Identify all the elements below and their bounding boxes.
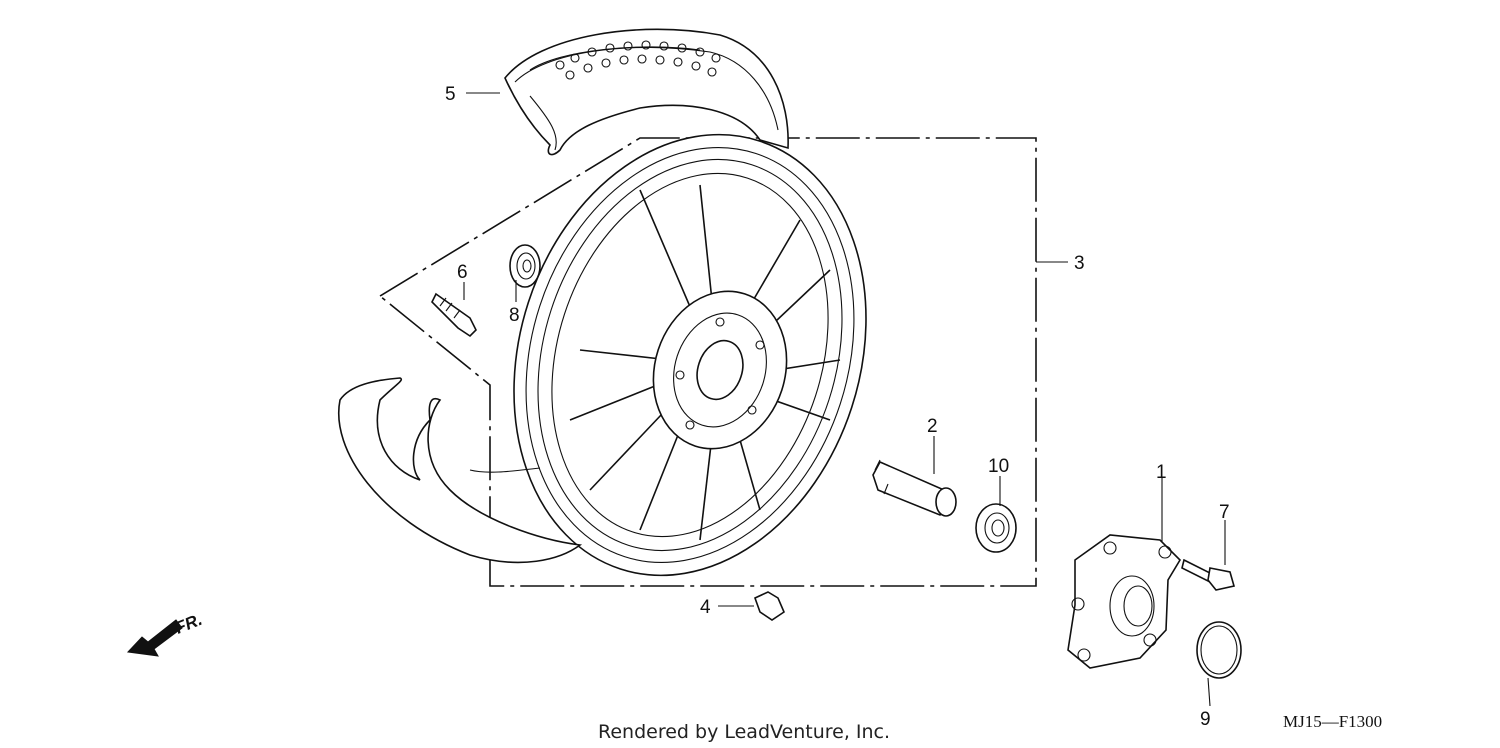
callout-8: 8	[509, 305, 520, 326]
o-ring-part-9	[1196, 621, 1242, 679]
callout-9: 9	[1200, 709, 1211, 730]
tube-part	[338, 377, 583, 564]
wheel-rim-part	[513, 133, 867, 577]
diagram-code: MJ15—F1300	[1283, 712, 1382, 731]
credit-text: Rendered by LeadVenture, Inc.	[598, 721, 890, 743]
callout-10: 10	[988, 456, 1009, 477]
flange-part-1	[1067, 534, 1182, 669]
bearing-part-10	[975, 503, 1017, 553]
clip-part-4	[754, 591, 785, 621]
assembly-bracket	[379, 137, 1068, 587]
valve-part-6	[431, 292, 477, 338]
callout-5: 5	[445, 84, 456, 105]
bearing-part-8	[509, 244, 541, 288]
callout-3: 3	[1074, 253, 1085, 274]
bolt-part-7	[1181, 558, 1236, 591]
direction-label: FR.	[172, 610, 205, 638]
front-direction-arrow: FR.	[126, 610, 205, 657]
collar-part-2	[872, 459, 957, 517]
callout-4: 4	[700, 597, 711, 618]
callout-7: 7	[1219, 502, 1230, 523]
callout-2: 2	[927, 416, 938, 437]
tire-part	[504, 28, 789, 156]
callout-1: 1	[1156, 462, 1167, 483]
callout-6: 6	[457, 262, 468, 283]
leader-lines	[463, 92, 1226, 707]
